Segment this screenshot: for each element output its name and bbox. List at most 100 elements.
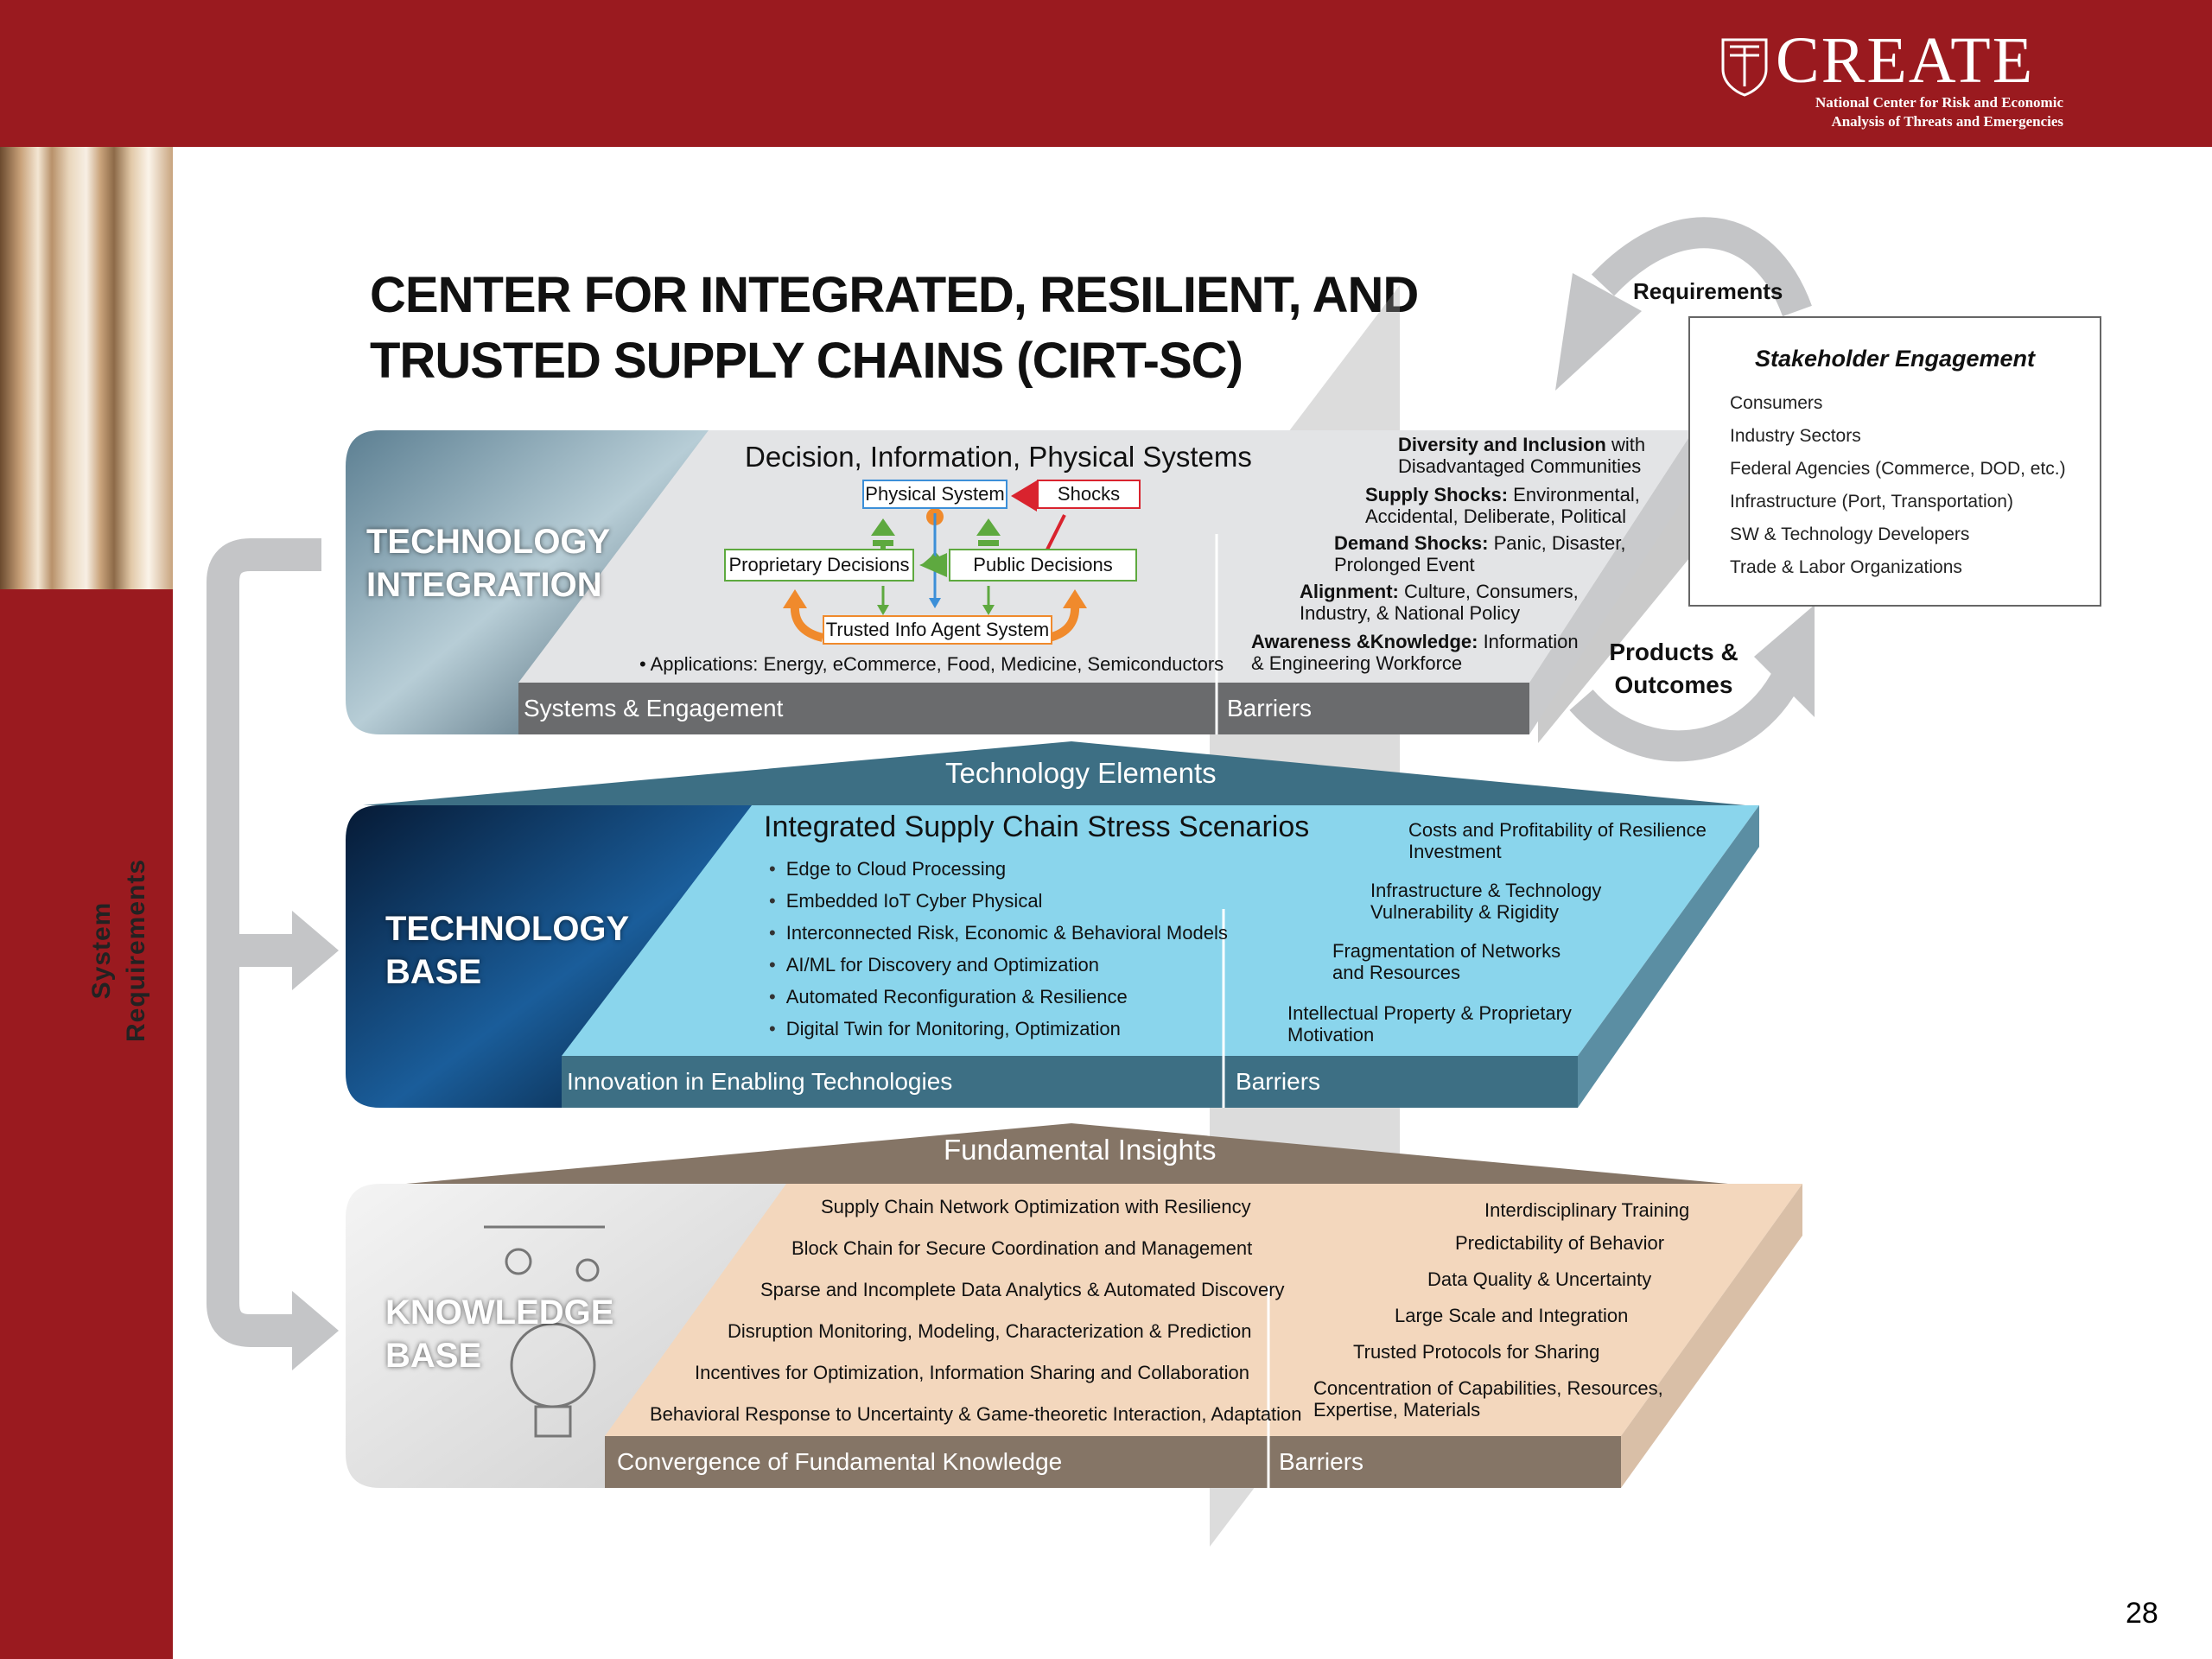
tier3-label-line1: KNOWLEDGE bbox=[385, 1294, 614, 1332]
arrow-head-tier3 bbox=[292, 1291, 339, 1370]
tier2-bullet: Embedded IoT Cyber Physical bbox=[769, 885, 1228, 917]
barrier-line1: Costs and Profitability of Resilience bbox=[1408, 819, 1707, 841]
stakeholder-engagement-box: Stakeholder Engagement Consumers Industr… bbox=[1688, 316, 2101, 607]
stakeholder-item: Consumers bbox=[1730, 393, 1823, 413]
barrier-line2: Accidental, Deliberate, Political bbox=[1365, 505, 1627, 527]
barrier-line1: Infrastructure & Technology bbox=[1370, 880, 1602, 901]
barrier-line2: Investment bbox=[1408, 841, 1502, 862]
tier1-heading: Decision, Information, Physical Systems bbox=[745, 441, 1252, 473]
barrier-bold: Demand Shocks: bbox=[1334, 532, 1489, 554]
page-number: 28 bbox=[2126, 1597, 2158, 1630]
lightbulb-icon bbox=[484, 1225, 605, 1438]
barrier-rest: Information bbox=[1478, 631, 1579, 652]
tier3-barrier-item: Trusted Protocols for Sharing bbox=[1353, 1341, 1600, 1363]
barrier-rest: with bbox=[1605, 434, 1646, 455]
tier3-barrier-item: Concentration of Capabilities, Resources… bbox=[1313, 1377, 1663, 1421]
products-outcomes-line2: Outcomes bbox=[1614, 671, 1733, 698]
tier1-barrier-item: Alignment: Culture, Consumers,Industry, … bbox=[1300, 581, 1579, 624]
requirements-label: Requirements bbox=[1633, 278, 1783, 304]
tier1-label-line1: TECHNOLOGY bbox=[366, 523, 611, 561]
requirements-arrow bbox=[1591, 217, 1812, 317]
physical-system-box: Physical System bbox=[862, 480, 1007, 509]
stakeholder-title: Stakeholder Engagement bbox=[1754, 346, 2036, 372]
tier1-label: TECHNOLOGY INTEGRATION bbox=[366, 520, 610, 607]
tier3-barrier-item: Data Quality & Uncertainty bbox=[1427, 1268, 1652, 1290]
barrier-line2: and Resources bbox=[1332, 962, 1460, 983]
applications-text: • Applications: Energy, eCommerce, Food,… bbox=[639, 653, 1224, 676]
barrier-rest: Culture, Consumers, bbox=[1398, 581, 1579, 602]
columns-photo bbox=[0, 147, 173, 589]
tier3-barrier-item: Predictability of Behavior bbox=[1455, 1232, 1665, 1254]
proprietary-decisions-box: Proprietary Decisions bbox=[724, 549, 914, 582]
bullet-icon: • bbox=[639, 653, 651, 675]
barrier-rest: Environmental, bbox=[1508, 484, 1640, 505]
shield-icon bbox=[1721, 38, 1768, 97]
barrier-line1: Intellectual Property & Proprietary bbox=[1287, 1002, 1572, 1024]
diagram-title-line1: CENTER FOR INTEGRATED, RESILIENT, AND bbox=[370, 267, 1419, 323]
barrier-line2: Vulnerability & Rigidity bbox=[1370, 901, 1560, 923]
tier2-bullet: Edge to Cloud Processing bbox=[769, 853, 1228, 885]
stakeholder-item: Trade & Labor Organizations bbox=[1730, 557, 1962, 577]
tier3-item: Block Chain for Secure Coordination and … bbox=[791, 1237, 1253, 1259]
public-decisions-box: Public Decisions bbox=[949, 549, 1137, 582]
tier1-label-line2: INTEGRATION bbox=[366, 566, 602, 604]
barrier-line2: Disadvantaged Communities bbox=[1398, 455, 1642, 477]
tier3-panel bbox=[605, 1184, 1802, 1436]
barrier-bold: Alignment: bbox=[1300, 581, 1399, 602]
tier3-bar-left-label: Convergence of Fundamental Knowledge bbox=[617, 1448, 1063, 1475]
tier1-bar bbox=[518, 683, 1529, 734]
tier3-item: Behavioral Response to Uncertainty & Gam… bbox=[650, 1403, 1302, 1425]
shocks-box: Shocks bbox=[1037, 480, 1141, 509]
tier2-label-line1: TECHNOLOGY bbox=[385, 910, 630, 948]
tier3-item: Incentives for Optimization, Information… bbox=[695, 1362, 1250, 1383]
barrier-line2: Industry, & National Policy bbox=[1300, 602, 1521, 624]
logo-subtitle-line1: National Center for Risk and Economic bbox=[1815, 94, 2063, 111]
tier2-label: TECHNOLOGY BASE bbox=[385, 907, 629, 994]
barrier-rest: Panic, Disaster, bbox=[1488, 532, 1626, 554]
tier1-barrier-item: Supply Shocks: Environmental,Accidental,… bbox=[1365, 484, 1640, 527]
barrier-line2: Motivation bbox=[1287, 1024, 1375, 1046]
tier2-connector-label: Technology Elements bbox=[945, 757, 1217, 789]
products-outcomes-arrow bbox=[1569, 666, 1803, 762]
tier3-connector bbox=[406, 1123, 1728, 1184]
logo-subtitle: National Center for Risk and Economic An… bbox=[1796, 93, 2063, 131]
tier3-bar-right-label: Barriers bbox=[1279, 1448, 1364, 1475]
tier2-label-line2: BASE bbox=[385, 953, 482, 991]
tier3-label-line2: BASE bbox=[385, 1337, 482, 1375]
trusted-info-agent-box: Trusted Info Agent System bbox=[823, 615, 1052, 645]
tier3-item: Disruption Monitoring, Modeling, Charact… bbox=[728, 1320, 1252, 1342]
barrier-line2: Prolonged Event bbox=[1334, 554, 1475, 575]
tier2-connector bbox=[363, 741, 1745, 805]
tier2-bullet: Automated Reconfiguration & Resilience bbox=[769, 981, 1228, 1013]
barrier-bold: Awareness &Knowledge: bbox=[1251, 631, 1478, 652]
barrier-line1: Fragmentation of Networks bbox=[1332, 940, 1561, 962]
stakeholder-item: Industry Sectors bbox=[1730, 426, 1861, 446]
barrier-line2: Expertise, Materials bbox=[1313, 1399, 1481, 1421]
arrow-head-tier2 bbox=[292, 911, 339, 990]
stakeholder-item: SW & Technology Developers bbox=[1730, 524, 1970, 544]
tier2-bar-right-label: Barriers bbox=[1236, 1068, 1321, 1095]
tier1-barrier-item: Awareness &Knowledge: Information & Engin… bbox=[1251, 631, 1579, 674]
tier3-barrier-item: Large Scale and Integration bbox=[1395, 1305, 1629, 1326]
tier2-bullets: Edge to Cloud Processing Embedded IoT Cy… bbox=[769, 853, 1228, 1045]
barrier-line2: & Engineering Workforce bbox=[1251, 652, 1463, 674]
products-outcomes-label: Products & Outcomes bbox=[1609, 636, 1738, 702]
tier2-bullet: Interconnected Risk, Economic & Behavior… bbox=[769, 917, 1228, 949]
barrier-bold: Supply Shocks: bbox=[1365, 484, 1509, 505]
tier2-bullet: AI/ML for Discovery and Optimization bbox=[769, 949, 1228, 981]
products-outcomes-line1: Products & bbox=[1609, 639, 1738, 665]
barrier-bold: Diversity and Inclusion bbox=[1398, 434, 1606, 455]
diagram-title-line2: TRUSTED SUPPLY CHAINS (CIRT-SC) bbox=[370, 333, 1243, 389]
tier2-bullet: Digital Twin for Monitoring, Optimizatio… bbox=[769, 1013, 1228, 1045]
diagram-title: CENTER FOR INTEGRATED, RESILIENT, AND TR… bbox=[370, 263, 1419, 394]
stakeholder-item: Infrastructure (Port, Transportation) bbox=[1730, 492, 2013, 512]
tier2-bar bbox=[562, 1056, 1578, 1108]
system-requirements-label: System Requirements bbox=[87, 858, 150, 1043]
stakeholder-item: Federal Agencies (Commerce, DOD, etc.) bbox=[1730, 459, 2066, 479]
